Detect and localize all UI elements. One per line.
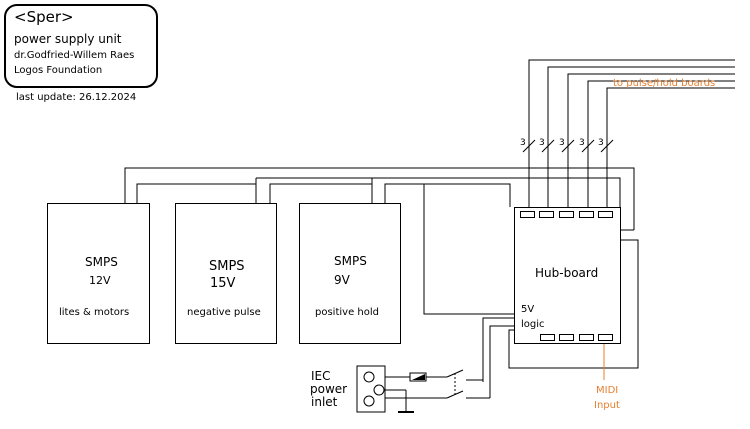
smps-12v-voltage: 12V	[89, 274, 111, 287]
logic-supply-line	[423, 184, 514, 315]
output-bus-lines	[528, 59, 735, 207]
hub-output-connector	[559, 211, 574, 218]
author: dr.Godfried-Willem Raes	[14, 50, 135, 61]
smps-9v-function: positive hold	[315, 307, 379, 318]
title-block	[4, 4, 158, 88]
smps-15v-voltage: 15V	[210, 276, 236, 291]
hub-bottom-connector	[579, 334, 594, 341]
midi-label-line2: Input	[594, 400, 620, 411]
iec-label-line2: power	[310, 382, 348, 396]
hub-output-connector	[539, 211, 554, 218]
organisation: Logos Foundation	[14, 65, 103, 76]
hub-output-connector	[520, 211, 535, 218]
smps-9v-label: SMPS	[334, 254, 367, 268]
bus-count: 3	[598, 138, 604, 148]
smps-12v-function: lites & motors	[59, 307, 130, 318]
bus-count: 3	[520, 138, 526, 148]
bus-count: 3	[539, 138, 545, 148]
smps-15v-label: SMPS	[209, 259, 245, 274]
smps-12v-label: SMPS	[85, 255, 118, 269]
fuse-icon	[409, 372, 427, 382]
project-name: <Sper>	[14, 8, 74, 26]
hub-logic-voltage: 5V	[521, 304, 535, 315]
smps-12v-box	[47, 203, 150, 344]
bus-count: 3	[559, 138, 565, 148]
last-update: last update: 26.12.2024	[16, 92, 137, 103]
bus-slashes	[522, 139, 614, 153]
hub-output-connector	[579, 211, 594, 218]
smps-15v-box	[175, 203, 277, 344]
iec-label-line3: inlet	[311, 395, 338, 409]
hub-bottom-connector	[559, 334, 574, 341]
smps-9v-box	[299, 203, 401, 344]
iec-label-line1: IEC	[311, 369, 331, 383]
hub-bottom-connector	[598, 334, 613, 341]
bus-count: 3	[579, 138, 585, 148]
to-boards-label: to pulse/hold boards	[613, 78, 716, 89]
hub-output-connector	[598, 211, 613, 218]
smps-15v-function: negative pulse	[187, 307, 261, 318]
hub-bottom-connector	[540, 334, 555, 341]
project-subtitle: power supply unit	[14, 32, 122, 46]
midi-label-line1: MIDI	[596, 385, 619, 396]
smps-9v-voltage: 9V	[334, 273, 350, 287]
hub-board-box	[514, 207, 621, 344]
hub-logic-label: logic	[521, 319, 545, 330]
hub-board-label: Hub-board	[535, 266, 599, 280]
